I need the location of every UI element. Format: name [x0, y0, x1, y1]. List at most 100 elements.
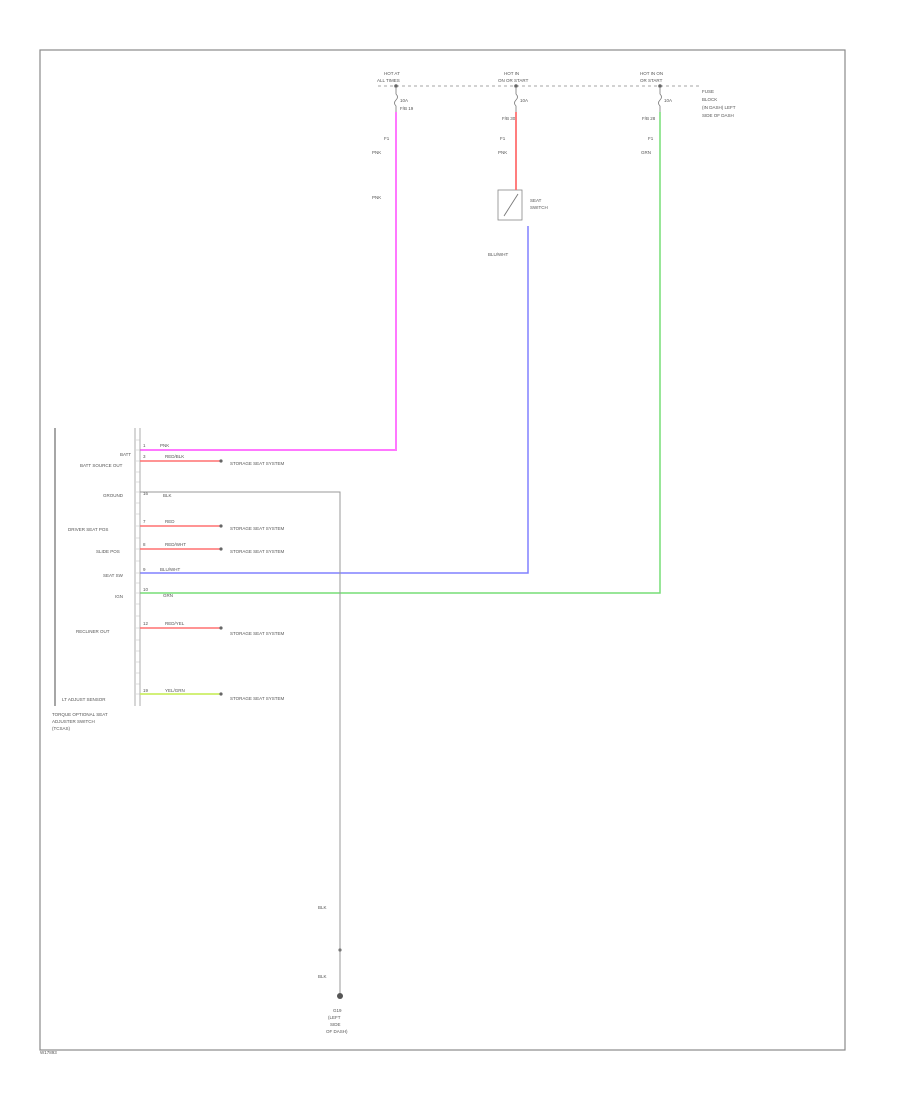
- row-pin: 16: [143, 491, 149, 496]
- module-row-ground: GROUND 16 BLK: [103, 491, 172, 498]
- row-label: SEAT SW: [103, 573, 124, 578]
- fuse-block-note-4: SIDE OF DASH: [702, 113, 734, 118]
- module-row-batt-source-out: BATT SOURCE OUT 3 RED/BLK STORAGE SEAT S…: [80, 454, 285, 468]
- fuse-1-pin: F1: [384, 136, 390, 141]
- fuse-3-rating: 10A: [664, 98, 672, 103]
- row-label: IGN: [115, 594, 123, 599]
- ground-wire-color-lower: BLK: [318, 974, 327, 979]
- ground-wire-color: BLK: [318, 905, 327, 910]
- fuse-block-note: FUSE BLOCK (IN DASH) LEFT SIDE OF DASH: [702, 89, 736, 118]
- fuse-3-symbol: [658, 88, 662, 112]
- row-pin: 10: [143, 587, 149, 592]
- fuse-2-wire-color: PNK: [498, 150, 507, 155]
- row-pin: 19: [143, 688, 149, 693]
- module-row-recliner-out: RECLINER OUT 12 RED/YEL STORAGE SEAT SYS…: [76, 621, 285, 636]
- row-reference: STORAGE SEAT SYSTEM: [230, 631, 285, 636]
- seat-switch-label: SEAT: [530, 198, 542, 203]
- fuse-1: HOT AT ALL TIMES 10A F/B 19 F1 PNK PNK: [372, 71, 414, 200]
- row-reference: STORAGE SEAT SYSTEM: [230, 526, 285, 531]
- row-wire-color: RED/BLK: [165, 454, 184, 459]
- module-row-lt-adjust-sensor: LT ADJUST SENSOR 19 YEL/GRN STORAGE SEAT…: [62, 688, 285, 702]
- ground-label-1: G19: [333, 1008, 342, 1013]
- row-connector: [219, 524, 223, 528]
- row-label: LT ADJUST SENSOR: [62, 697, 106, 702]
- module-name-1: TORQUE OPTIONAL SEAT: [52, 712, 108, 717]
- row-reference: STORAGE SEAT SYSTEM: [230, 696, 285, 701]
- ground-symbol: [337, 993, 343, 999]
- diagram-id: W17893: [40, 1050, 57, 1055]
- row-reference: STORAGE SEAT SYSTEM: [230, 549, 285, 554]
- row-pin: 1: [143, 443, 146, 448]
- row-connector: [219, 459, 223, 463]
- row-label: BATT: [120, 452, 131, 457]
- ground-label-3: SIDE: [330, 1022, 341, 1027]
- fuse-1-sublabel: ALL TIMES: [377, 78, 400, 83]
- fuse-3-wire-color: GRN: [641, 150, 651, 155]
- row-wire-color: BLU/WHT: [160, 567, 181, 572]
- module-row-batt: BATT 1 PNK: [120, 443, 169, 457]
- wire-blue-seat-sw: [140, 226, 529, 574]
- row-pin: 12: [143, 621, 149, 626]
- fuse-2: HOT IN ON OR START 10A F/B 30 F1 PNK: [498, 71, 529, 155]
- ground-label: G19 (LEFT SIDE OF DASH): [326, 1008, 348, 1034]
- fuse-2-id: F/B 30: [502, 116, 516, 121]
- row-reference: STORAGE SEAT SYSTEM: [230, 461, 285, 466]
- fuse-1-label: HOT AT: [384, 71, 400, 76]
- seat-switch-contact: [503, 193, 519, 217]
- wire-ground-black: [140, 491, 341, 995]
- diagram-frame: [39, 49, 846, 1051]
- tcsas-module: TORQUE OPTIONAL SEAT ADJUSTER SWITCH (TC…: [52, 428, 141, 731]
- fuse-1-wire-color: PNK: [372, 150, 381, 155]
- fuse-1-wire-color-lower: PNK: [372, 195, 381, 200]
- module-row-ign: IGN 10 GRN: [115, 587, 173, 599]
- fuse-block-note-1: FUSE: [702, 89, 714, 94]
- fuse-2-label: HOT IN: [504, 71, 519, 76]
- row-wire-color: RED: [165, 519, 175, 524]
- row-pin: 9: [143, 567, 146, 572]
- module-name-3: (TCSAS): [52, 726, 71, 731]
- fuse-block-note-3: (IN DASH) LEFT: [702, 105, 736, 110]
- row-wire-color: GRN: [163, 593, 173, 598]
- fuse-block-note-2: BLOCK: [702, 97, 717, 102]
- fuse-2-sublabel: ON OR START: [498, 78, 529, 83]
- seat-switch-body: [497, 189, 523, 221]
- fuse-1-symbol: [394, 88, 398, 112]
- module-row-slide-pos: SLIDE POS 8 RED/WHT STORAGE SEAT SYSTEM: [96, 542, 285, 554]
- ground-splice: [338, 948, 342, 952]
- fuse-3-label: HOT IN ON: [640, 71, 663, 76]
- row-wire-color: BLK: [163, 493, 172, 498]
- row-wire-color: YEL/GRN: [165, 688, 185, 693]
- row-pin: 8: [143, 542, 146, 547]
- row-pin: 7: [143, 519, 146, 524]
- fuse-2-rating: 10A: [520, 98, 528, 103]
- ground-label-4: OF DASH): [326, 1029, 348, 1034]
- module-name-2: ADJUSTER SWITCH: [52, 719, 95, 724]
- row-label: SLIDE POS: [96, 549, 120, 554]
- ground-label-2: (LEFT: [328, 1015, 341, 1020]
- fuse-1-node: [394, 84, 398, 88]
- fuse-3-id: F/B 28: [642, 116, 656, 121]
- fuse-3-sublabel: OR START: [640, 78, 663, 83]
- row-connector: [219, 692, 223, 696]
- module-row-driver-seat-pos: DRIVER SEAT POS 7 RED STORAGE SEAT SYSTE…: [68, 519, 285, 532]
- seat-switch: SEAT SWITCH BLU/WHT: [488, 189, 548, 257]
- row-connector: [219, 547, 223, 551]
- fuse-2-pin: F1: [500, 136, 506, 141]
- row-pin: 3: [143, 454, 146, 459]
- row-wire-color: RED/WHT: [165, 542, 186, 547]
- row-label: DRIVER SEAT POS: [68, 527, 108, 532]
- row-wire-color: PNK: [160, 443, 169, 448]
- module-row-seat-sw: SEAT SW 9 BLU/WHT: [103, 567, 181, 578]
- fuse-2-symbol: [514, 88, 518, 112]
- wire-green-ign: [140, 112, 661, 594]
- fuse-1-id: F/B 19: [400, 106, 414, 111]
- module-pin-ticks: [136, 439, 140, 695]
- row-wire-color: RED/YEL: [165, 621, 185, 626]
- fuse-3: HOT IN ON OR START 10A F/B 28 F1 GRN: [640, 71, 672, 155]
- row-label: BATT SOURCE OUT: [80, 463, 123, 468]
- wire-pink-batt: [140, 112, 397, 451]
- seat-switch-wire-color: BLU/WHT: [488, 252, 509, 257]
- row-label: GROUND: [103, 493, 124, 498]
- row-label: RECLINER OUT: [76, 629, 110, 634]
